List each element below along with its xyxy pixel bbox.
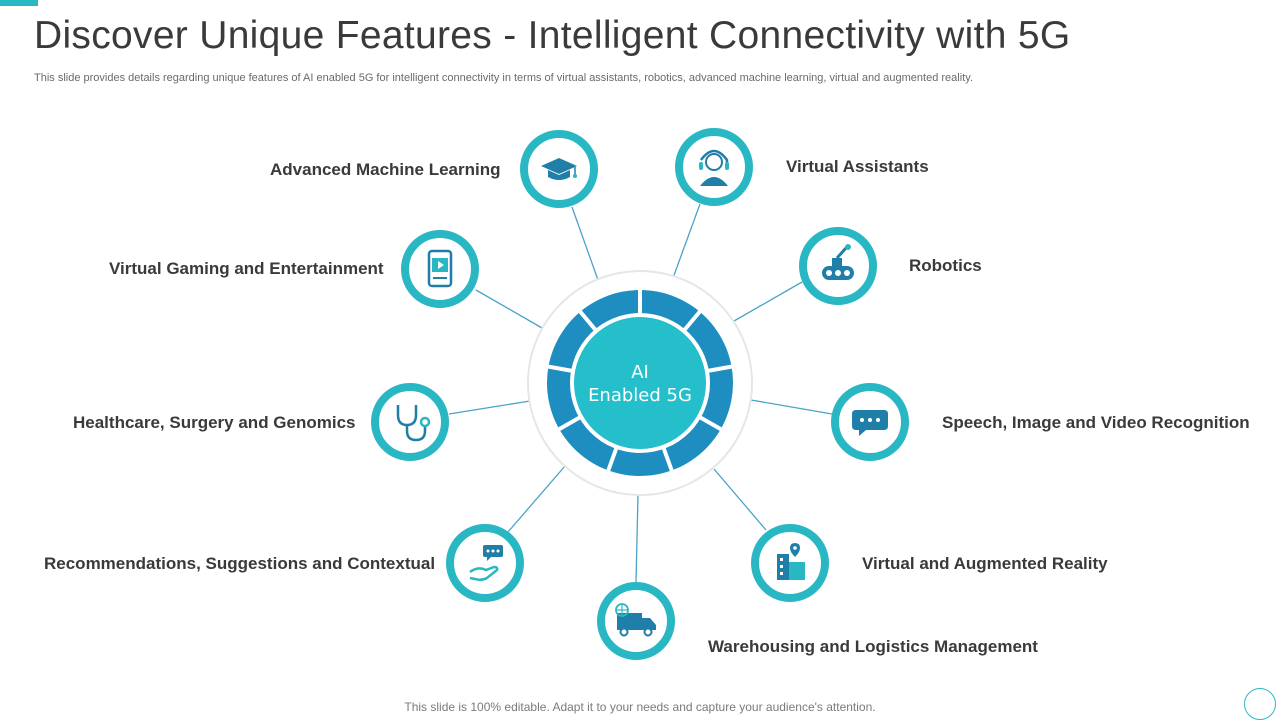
connector-line [571,206,599,281]
connector-line [750,399,833,415]
connector-line [507,465,566,533]
stethoscope-icon [396,405,431,442]
feature-node-virtual-gaming [401,230,479,308]
feature-node-warehousing [597,582,675,660]
feature-node-advanced-machine-learning [520,130,598,208]
feature-label-robotics: Robotics [909,256,982,275]
assistant-headset-icon [699,149,729,186]
connector-lines [448,203,833,583]
feature-label-speech-recognition: Speech, Image and Video Recognition [942,413,1250,432]
connector-line [448,400,531,415]
feature-label-healthcare: Healthcare, Surgery and Genomics [73,413,356,432]
slide-title: Discover Unique Features - Intelligent C… [34,14,1071,57]
connector-line [733,281,803,322]
robot-arm-icon [822,244,854,280]
speech-bubble-icon [852,410,888,436]
feature-node-virtual-assistants [675,128,753,206]
feature-label-warehousing: Warehousing and Logistics Management [708,637,1038,656]
ar-building-icon [777,543,805,580]
hub-center-circle [574,317,706,449]
connector-line [672,203,701,279]
connector-line [475,289,543,329]
connector-line [635,494,639,583]
hub-label-line2: Enabled 5G [588,385,692,406]
delivery-truck-icon [615,603,656,637]
feature-node-healthcare [371,383,449,461]
feature-node-speech-recognition [831,383,909,461]
feature-node-recommendations [446,524,524,602]
tablet-video-icon [427,249,453,288]
feature-label-advanced-machine-learning: Advanced Machine Learning [270,160,501,179]
slide-subtitle: This slide provides details regarding un… [34,72,973,84]
top-accent-bar [0,0,38,6]
corner-decoration [1244,688,1276,720]
connector-line [713,468,767,531]
feature-label-recommendations: Recommendations, Suggestions and Context… [44,554,436,573]
feature-label-virtual-gaming: Virtual Gaming and Entertainment [109,259,384,278]
hub-label-line1: AI [631,362,649,383]
graduation-cap-icon [541,158,577,180]
feature-label-virtual-assistants: Virtual Assistants [786,157,929,176]
feature-label-augmented-reality: Virtual and Augmented Reality [862,554,1108,573]
feature-node-augmented-reality [751,524,829,602]
feature-node-robotics [799,227,877,305]
hand-chat-icon [469,545,503,582]
footer-note: This slide is 100% editable. Adapt it to… [404,700,876,714]
